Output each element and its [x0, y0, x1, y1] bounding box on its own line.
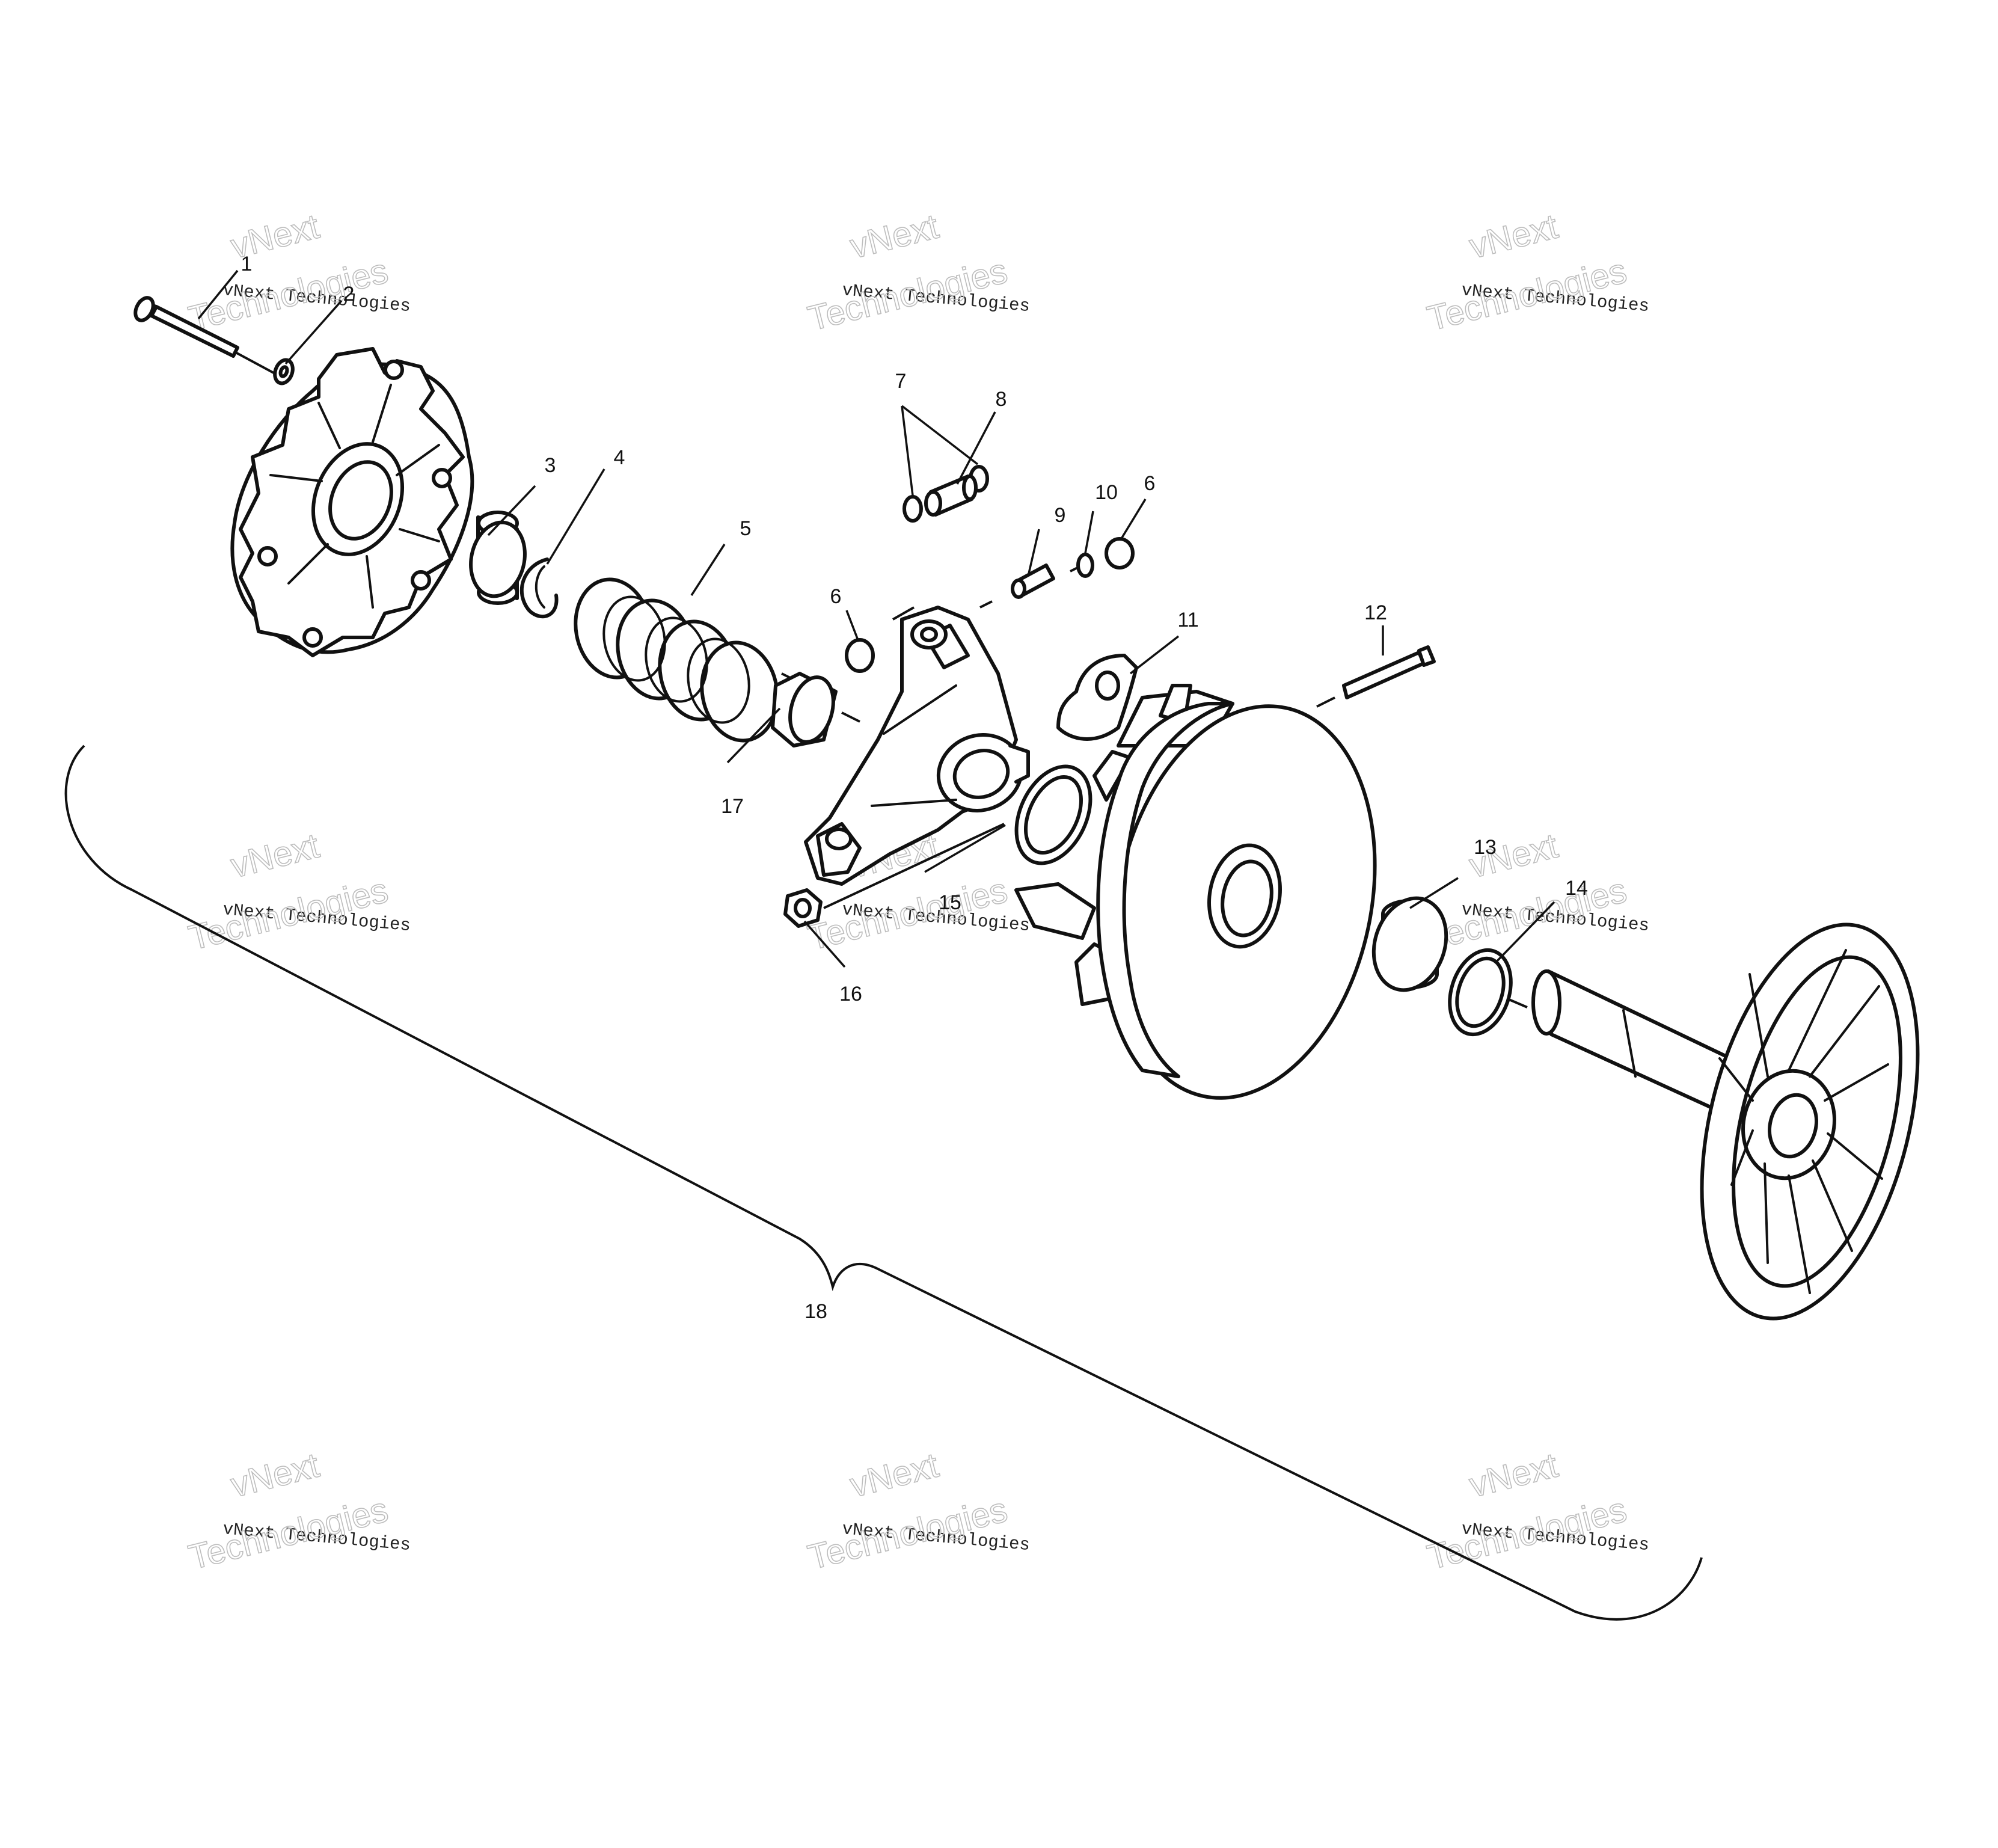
fixed-sheave — [1531, 922, 1920, 1321]
svg-text:Technologies: Technologies — [185, 251, 391, 339]
callout-18: 18 — [804, 1300, 827, 1323]
callout-3: 3 — [545, 454, 556, 477]
part-7-o-ring — [902, 495, 923, 523]
watermark: vNext vNext Technologies Technologies — [804, 1445, 1031, 1578]
callout-4: 4 — [614, 446, 625, 469]
svg-text:Technologies: Technologies — [1423, 871, 1630, 958]
cover — [230, 347, 474, 657]
callout-15: 15 — [939, 891, 961, 914]
part-3-bushing — [469, 511, 527, 605]
callout-9: 9 — [1055, 504, 1066, 527]
watermark: vNext vNext Technologies Technologies — [804, 206, 1031, 339]
svg-text:vNext: vNext — [227, 826, 323, 886]
callout-10: 10 — [1095, 481, 1118, 504]
part-9-dowel — [1011, 563, 1055, 599]
svg-text:Technologies: Technologies — [185, 871, 391, 958]
svg-text:vNext: vNext — [1465, 207, 1561, 266]
watermark: vNext vNext Technologies Technologies — [1423, 826, 1650, 959]
callout-16: 16 — [839, 983, 862, 1005]
svg-text:Technologies: Technologies — [185, 1490, 391, 1577]
watermark: vNext vNext Technologies Technologies — [1423, 206, 1650, 339]
watermark: vNext vNext Technologies Technologies — [185, 1445, 412, 1578]
svg-text:Technologies: Technologies — [804, 1490, 1011, 1577]
part-8-pin — [924, 474, 978, 517]
part-11-weight — [1056, 654, 1138, 741]
svg-text:Technologies: Technologies — [804, 251, 1011, 339]
part-10-washer — [1076, 553, 1094, 578]
part-14-ring — [1448, 948, 1513, 1037]
svg-text:vNext: vNext — [227, 1446, 323, 1505]
watermark: vNext vNext Technologies Technologies — [1423, 1445, 1650, 1578]
movable-sheave — [1014, 684, 1377, 1100]
part-15-seal — [1014, 764, 1092, 865]
callout-2: 2 — [343, 283, 355, 305]
callout-13: 13 — [1474, 836, 1497, 859]
part-5-spring — [574, 577, 779, 743]
part-6-roller-left — [845, 638, 875, 673]
svg-text:vNext: vNext — [1465, 1446, 1561, 1505]
svg-text:vNext: vNext — [846, 1446, 942, 1505]
leader-lines — [197, 269, 1555, 968]
svg-text:Technologies: Technologies — [1423, 251, 1630, 339]
callout-8: 8 — [996, 388, 1007, 411]
part-12-bolt — [1342, 645, 1436, 699]
spider — [804, 606, 1030, 886]
svg-text:vNext: vNext — [846, 207, 942, 266]
watermark: vNext vNext Technologies Technologies — [185, 206, 412, 339]
assembly-brace — [64, 744, 1703, 1621]
callout-17: 17 — [721, 795, 744, 818]
callout-5: 5 — [740, 517, 752, 540]
part-1-bolt — [133, 296, 239, 358]
part-16-nut — [783, 888, 823, 928]
callout-7: 7 — [895, 370, 907, 393]
part-2-washer — [273, 358, 295, 385]
callout-6-left: 6 — [830, 585, 842, 608]
svg-text:Technologies: Technologies — [1423, 1490, 1630, 1577]
callout-12: 12 — [1364, 601, 1387, 624]
part-17-spring-cup — [771, 672, 838, 747]
callout-1: 1 — [241, 253, 253, 275]
callout-11: 11 — [1177, 609, 1198, 631]
watermark: vNext vNext Technologies Technologies — [185, 826, 412, 959]
part-13-bushing — [1371, 896, 1448, 992]
part-4-ring — [519, 557, 559, 619]
callouts: 1 2 3 4 5 6 7 8 9 10 6 11 12 13 14 15 16… — [241, 253, 1588, 1323]
callout-14: 14 — [1565, 877, 1588, 900]
part-6-roller-right — [1105, 537, 1135, 569]
callout-6-right: 6 — [1144, 472, 1156, 495]
